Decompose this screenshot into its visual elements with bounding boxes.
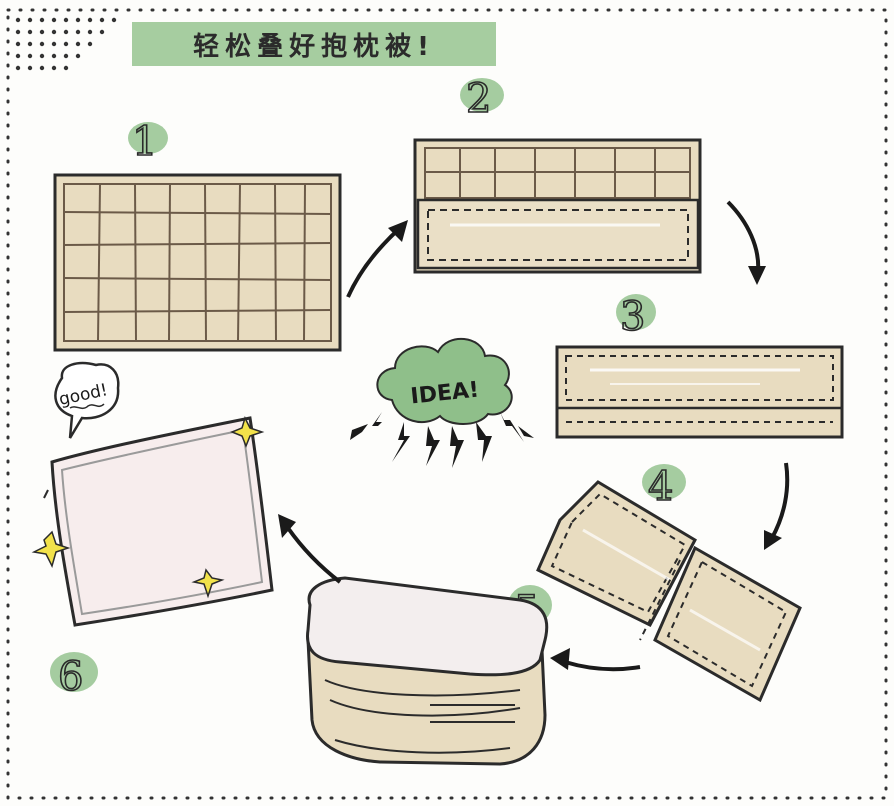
dot (75, 53, 81, 59)
arrowhead-5-to-6 (278, 514, 296, 538)
dot (87, 17, 93, 23)
dot (75, 29, 81, 35)
arrowhead-1-to-2 (388, 220, 408, 242)
step-3-quilt: 3 (555, 293, 844, 439)
dot (27, 29, 33, 35)
title-text: 轻松叠好抱枕被! (193, 32, 435, 62)
title-banner: 轻松叠好抱枕被! (132, 22, 496, 66)
arrowhead-2-to-3 (748, 266, 766, 285)
dot (27, 41, 33, 47)
sparkle-icon (229, 415, 265, 449)
dot (51, 17, 57, 23)
step-4-number: 4 (648, 464, 673, 510)
dot (15, 53, 21, 59)
dot (63, 29, 69, 35)
dot (27, 65, 33, 71)
dot (15, 65, 21, 71)
step-2-quilt: 2 (413, 75, 702, 274)
dotted-frame (6, 8, 888, 800)
arrow-5-to-6 (286, 526, 342, 584)
step-6-number: 6 (58, 654, 83, 700)
dot (87, 29, 93, 35)
step-1-number: 1 (132, 119, 157, 165)
step-5-pillow: 5 (305, 576, 552, 766)
step-3-number: 3 (620, 294, 645, 340)
dot (63, 53, 69, 59)
dot (75, 41, 81, 47)
sparkle-icon (31, 530, 71, 569)
dot (51, 29, 57, 35)
dot (27, 17, 33, 23)
arrowhead-4-to-5 (550, 648, 570, 670)
dot (39, 53, 45, 59)
dot (111, 17, 117, 23)
good-speech-bubble: good! (54, 361, 120, 439)
dot (63, 41, 69, 47)
dot (51, 53, 57, 59)
arrow-3-to-4 (770, 462, 790, 539)
dot (39, 17, 45, 23)
step-2-number: 2 (466, 76, 491, 122)
corner-dot-pattern (15, 17, 117, 71)
dot (39, 29, 45, 35)
dot (15, 17, 21, 23)
dot (75, 17, 81, 23)
arrow-2-to-3 (726, 200, 761, 273)
dot (51, 41, 57, 47)
arrow-4-to-5 (564, 660, 641, 672)
dot (39, 41, 45, 47)
dot (87, 41, 93, 47)
dot (15, 29, 21, 35)
arrowhead-3-to-4 (764, 530, 782, 550)
idea-cloud: IDEA! (350, 337, 534, 468)
step-4-quilt: 4 (536, 463, 802, 703)
dot (63, 65, 69, 71)
arrow-1-to-2 (346, 226, 402, 298)
sparkles (31, 415, 265, 599)
dot (39, 65, 45, 71)
step-6-pillow: 6 (43, 416, 274, 701)
dot (99, 29, 105, 35)
sparkle-icon (191, 568, 225, 599)
dot (51, 65, 57, 71)
dot (27, 53, 33, 59)
dot (99, 17, 105, 23)
step-1-quilt: 1 (53, 118, 342, 352)
lightning-bolts (350, 412, 534, 468)
dot (15, 41, 21, 47)
dot (63, 17, 69, 23)
